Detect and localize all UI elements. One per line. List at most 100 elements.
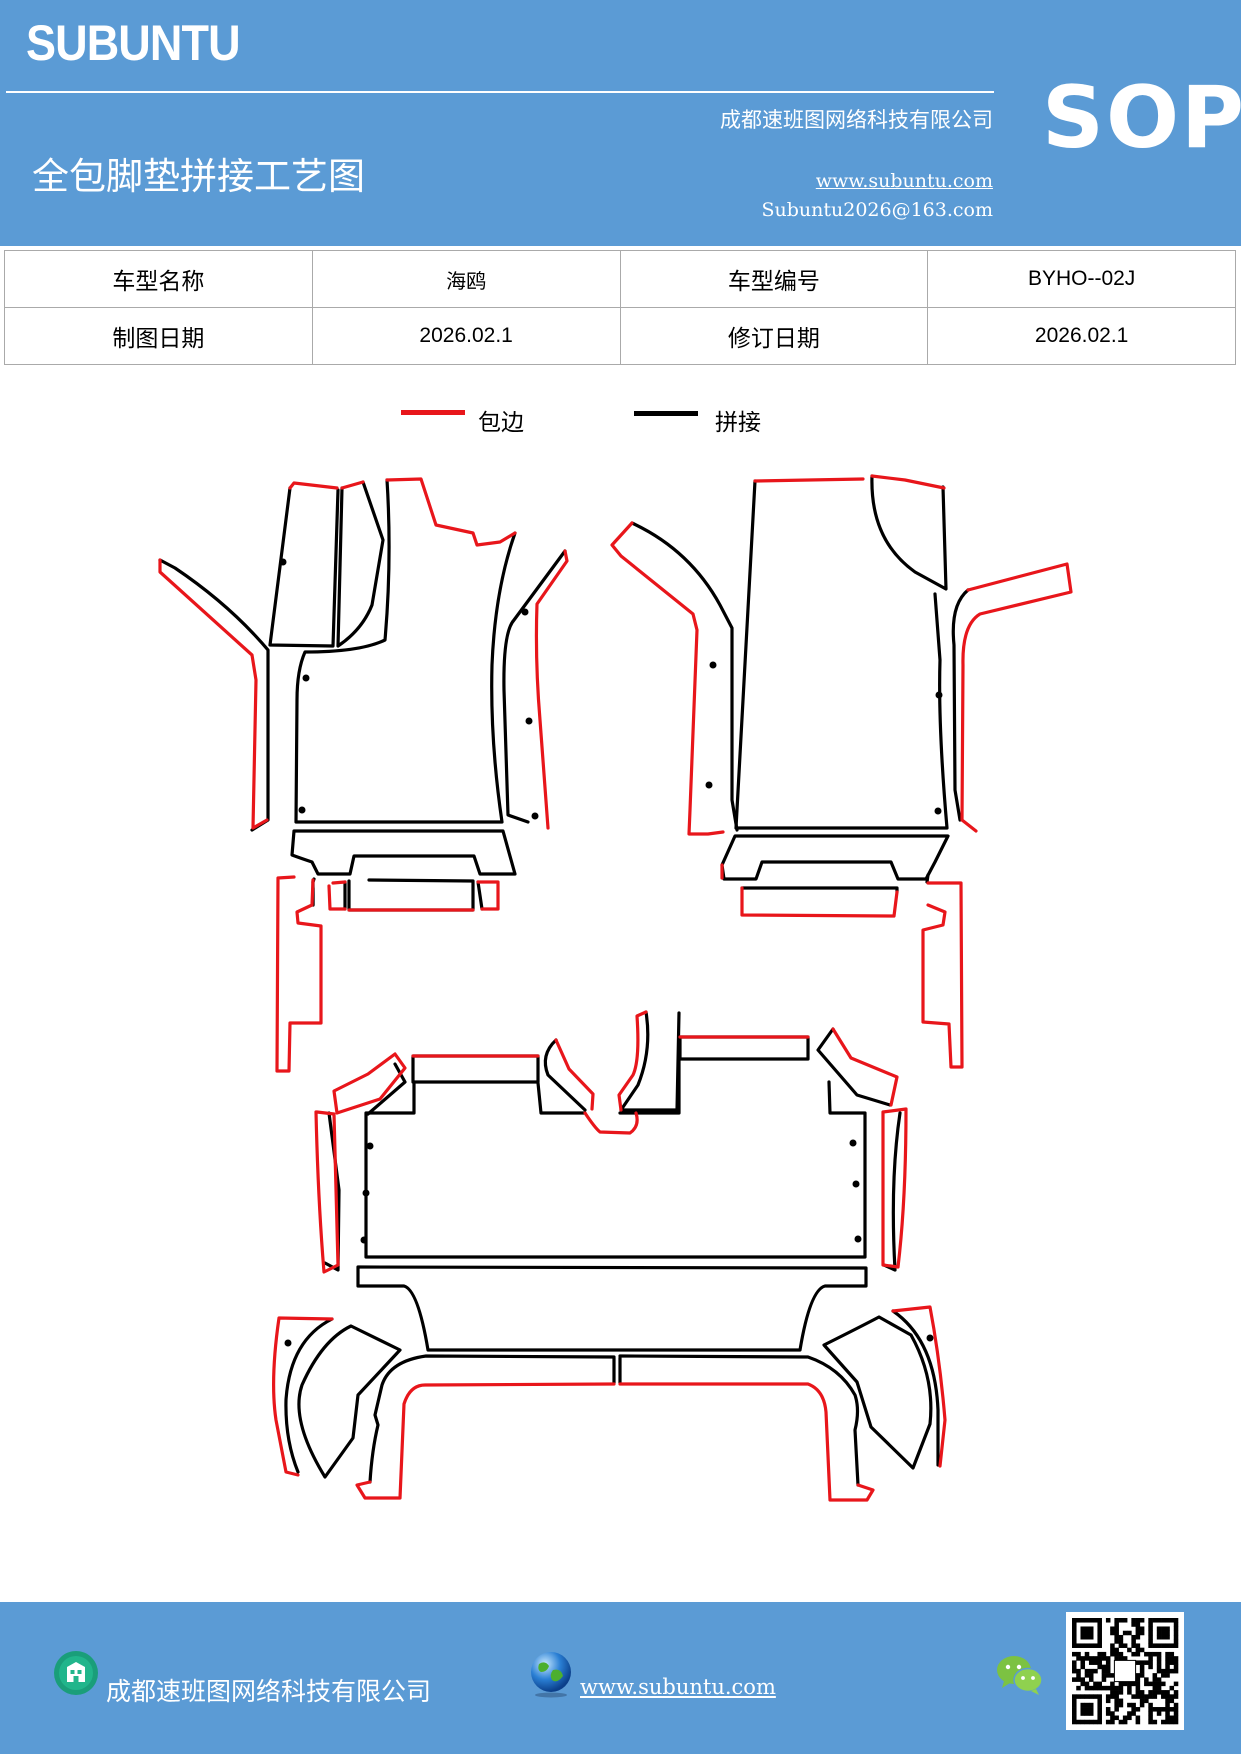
qr-module [1148,1719,1153,1725]
qr-module [1114,1694,1119,1699]
qr-module [1072,1702,1077,1708]
mat-edge [610,521,725,836]
qr-module [1072,1639,1077,1644]
qr-module [1144,1660,1149,1665]
mat-edge [921,881,964,1069]
qr-module [1114,1647,1119,1653]
qr-module [1088,1660,1094,1665]
mat-piece [734,479,949,830]
qr-module [1080,1630,1086,1636]
qr-module [1105,1711,1111,1716]
qr-module [1173,1711,1179,1716]
qr-module [1072,1630,1077,1636]
qr-module [1173,1622,1179,1627]
qr-module [1148,1707,1153,1712]
qr-module [1169,1715,1175,1721]
qr-module [1080,1702,1086,1708]
mat-edge [617,1010,648,1112]
qr-module [1135,1694,1141,1699]
qr-module [1088,1634,1094,1640]
revision-date-label: 修订日期 [619,307,929,365]
qr-module [1097,1634,1102,1640]
mat-piece [619,1010,681,1112]
qr-module [1135,1719,1141,1725]
qr-module [1097,1715,1102,1721]
qr-module [1114,1690,1119,1695]
mat-edge [870,474,946,490]
qr-module [1144,1694,1149,1699]
qr-module [1110,1626,1115,1632]
qr-module [1173,1660,1179,1665]
page-footer: 成都速班图网络科技有限公司 www.subuntu.com [0,1602,1241,1754]
qr-module [1105,1668,1111,1674]
mat-piece [284,1317,334,1474]
qr-module [1101,1656,1107,1661]
qr-module [1118,1685,1124,1691]
qr-module [1084,1694,1090,1699]
qr-module [1135,1660,1141,1665]
qr-module [1105,1719,1111,1725]
qr-module [1148,1639,1153,1644]
qr-module [1127,1711,1132,1716]
building-icon [54,1651,98,1695]
qr-module [1135,1715,1141,1721]
header-website-link[interactable]: www.subuntu.com [815,170,993,192]
qr-module [1165,1656,1170,1661]
qr-module [1097,1664,1102,1670]
qr-module [1084,1626,1090,1632]
qr-module [1080,1664,1086,1670]
qr-module [1148,1660,1153,1665]
qr-module [1165,1651,1170,1657]
mat-piece [870,474,948,591]
qr-module [1169,1618,1175,1623]
header-company-name: 成都速班图网络科技有限公司 [720,108,993,132]
qr-module [1152,1673,1158,1678]
qr-module [1084,1634,1090,1640]
qr-module [1156,1681,1162,1687]
footer-website-link[interactable]: www.subuntu.com [580,1675,776,1699]
qr-module [1131,1711,1136,1716]
qr-module [1105,1660,1111,1665]
qr-module [1135,1690,1141,1695]
qr-module [1080,1681,1086,1687]
qr-module [1118,1681,1124,1687]
qr-module [1072,1634,1077,1640]
qr-module [1131,1707,1136,1712]
qr-module [1118,1690,1124,1695]
qr-module [1131,1694,1136,1699]
mat-edge [891,1305,947,1468]
qr-module [1131,1634,1136,1640]
qr-module [1135,1681,1141,1687]
header-email[interactable]: Subuntu2026@163.com [761,199,993,221]
qr-module [1161,1719,1166,1725]
qr-module [1072,1651,1077,1657]
qr-module [1165,1668,1170,1674]
qr-module [1114,1626,1119,1632]
qr-module [1084,1643,1090,1648]
qr-module [1093,1660,1098,1665]
qr-module [1139,1660,1145,1665]
qr-module [1072,1707,1077,1712]
qr-module [1114,1715,1119,1721]
mat-piece [158,558,270,832]
wechat-icon[interactable] [996,1654,1044,1696]
qr-module [1072,1643,1077,1648]
qr-module [1165,1630,1170,1636]
mat-edge [740,886,899,918]
qr-module [1084,1656,1090,1661]
qr-module [1093,1719,1098,1725]
qr-module [1093,1668,1098,1674]
mat-piece [347,878,475,912]
qr-module [1093,1685,1098,1691]
qr-module [1156,1618,1162,1623]
qr-module [1114,1622,1119,1627]
qr-module [1088,1707,1094,1712]
qr-module [1152,1677,1158,1682]
mat-edge [753,477,865,483]
mat-piece [630,521,739,832]
qr-module [1173,1702,1179,1708]
qr-module [1076,1694,1081,1699]
header-divider [6,91,994,93]
mount-hole [852,1180,860,1188]
mat-edge [288,481,339,490]
